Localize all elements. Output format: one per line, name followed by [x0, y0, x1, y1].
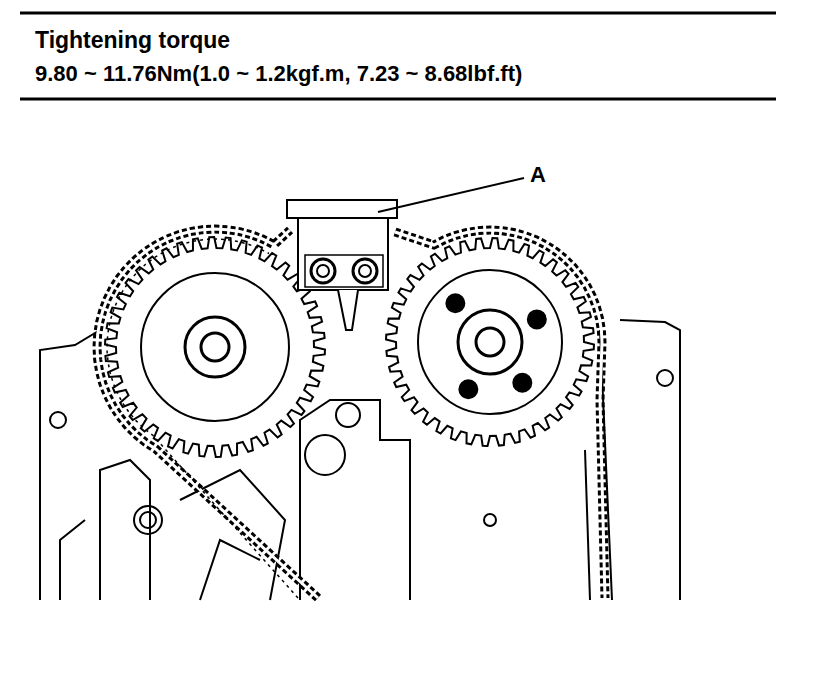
rule-line: [20, 98, 776, 101]
sprocket-teeth: [105, 237, 325, 457]
title: Tightening torque: [35, 27, 230, 54]
sprocket-hole: [459, 380, 477, 398]
chain-edge: [107, 239, 298, 598]
sprocket-boss: [458, 310, 522, 374]
sprocket-boss: [185, 317, 245, 377]
torque-value: 9.80 ~ 11.76Nm(1.0 ~ 1.2kgf.m, 7.23 ~ 8.…: [35, 61, 522, 87]
sprocket-teeth: [386, 238, 594, 446]
sprocket-hole: [528, 310, 546, 328]
sprocket-hole: [513, 374, 531, 392]
chain-center: [395, 230, 605, 598]
sprocket-bolt: [476, 328, 504, 356]
sprocket-body: [418, 270, 562, 414]
chain-center: [97, 229, 318, 598]
sprocket-hole: [446, 294, 464, 312]
chain-links: [395, 230, 605, 598]
callout-letter: A: [530, 162, 546, 188]
chain-links: [97, 229, 318, 598]
rule-line: [20, 12, 776, 15]
sprocket-body: [141, 273, 289, 421]
sprocket-bolt: [201, 333, 229, 361]
chain-guide: [287, 200, 397, 330]
leader-line: [378, 178, 524, 212]
